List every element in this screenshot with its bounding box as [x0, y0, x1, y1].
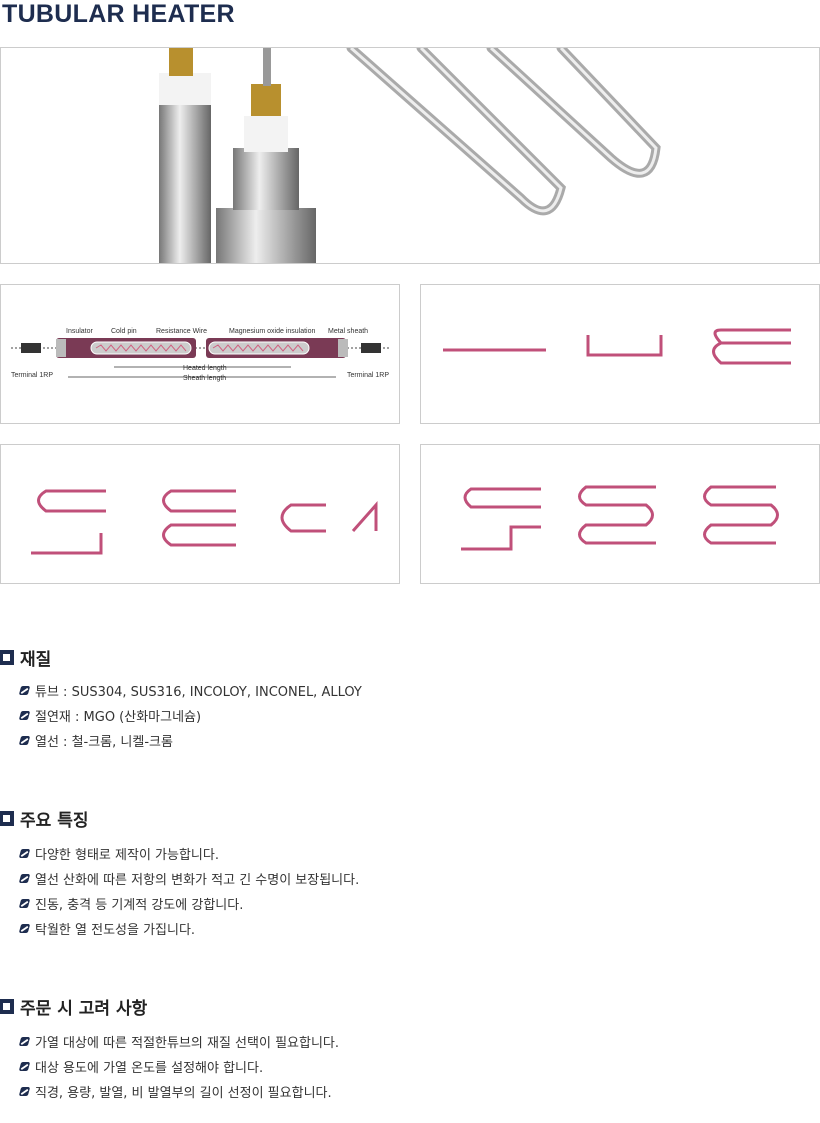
item-text: 튜브 : SUS304, SUS316, INCOLOY, INCONEL, A…: [35, 685, 362, 700]
list-item: 다양한 형태로 제작이 가능합니다.: [18, 841, 359, 866]
square-bullet-icon: [0, 811, 14, 826]
heading-text: 주요 특징: [20, 811, 89, 831]
square-bullet-icon: [0, 999, 14, 1014]
section-heading-features: 주요 특징: [0, 806, 88, 831]
section-heading-order-considerations: 주문 시 고려 사항: [0, 994, 147, 1019]
bullet-icon: [18, 1062, 31, 1071]
list-item: 가열 대상에 따른 적절한튜브의 재질 선택이 필요합니다.: [18, 1029, 340, 1054]
bullet-icon: [18, 736, 31, 745]
heater-structure-diagram: Insulator Cold pin Resistance Wire Magne…: [0, 284, 400, 424]
item-text: 열선 산화에 따른 저항의 변화가 적고 긴 수명이 보장됩니다.: [35, 873, 360, 888]
item-text: 직경, 용량, 발열, 비 발열부의 길이 선정이 필요합니다.: [35, 1086, 332, 1101]
label-cold-pin: Cold pin: [111, 328, 137, 335]
shape-diagram-straight-u: [420, 284, 820, 424]
section-heading-material: 재질: [0, 645, 51, 670]
item-text: 대상 용도에 가열 온도를 설정해야 합니다.: [35, 1061, 264, 1076]
bullet-icon: [18, 711, 31, 720]
material-list: 튜브 : SUS304, SUS316, INCOLOY, INCONEL, A…: [18, 678, 362, 753]
item-text: 진동, 충격 등 기계적 강도에 강합니다.: [35, 898, 244, 913]
bullet-icon: [18, 1087, 31, 1096]
list-item: 절연재 : MGO (산화마그네슘): [18, 703, 362, 728]
bullet-icon: [18, 686, 31, 695]
label-insulator: Insulator: [66, 328, 94, 335]
square-bullet-icon: [0, 650, 14, 665]
list-item: 탁월한 열 전도성을 가집니다.: [18, 916, 359, 941]
features-list: 다양한 형태로 제작이 가능합니다. 열선 산화에 따른 저항의 변화가 적고 …: [18, 841, 360, 941]
label-terminal-left: Terminal 1RP: [11, 372, 53, 379]
page-title: TUBULAR HEATER: [2, 0, 235, 28]
shape-diagram-bends-2: [420, 444, 820, 584]
item-text: 다양한 형태로 제작이 가능합니다.: [35, 848, 219, 863]
bullet-icon: [18, 874, 31, 883]
label-metal-sheath: Metal sheath: [328, 328, 368, 335]
list-item: 대상 용도에 가열 온도를 설정해야 합니다.: [18, 1054, 339, 1079]
item-text: 열선 : 철-크롬, 니켈-크롬: [35, 735, 173, 750]
bullet-icon: [18, 849, 31, 858]
bullet-icon: [18, 1037, 31, 1046]
label-sheath-length: Sheath length: [183, 375, 226, 382]
order-considerations-list: 가열 대상에 따른 적절한튜브의 재질 선택이 필요합니다. 대상 용도에 가열…: [18, 1029, 340, 1104]
item-text: 가열 대상에 따른 적절한튜브의 재질 선택이 필요합니다.: [35, 1036, 340, 1051]
list-item: 직경, 용량, 발열, 비 발열부의 길이 선정이 필요합니다.: [18, 1079, 339, 1104]
bullet-icon: [18, 899, 31, 908]
heading-text: 재질: [20, 650, 52, 670]
label-mgo: Magnesium oxide insulation: [229, 328, 315, 335]
list-item: 진동, 충격 등 기계적 강도에 강합니다.: [18, 891, 359, 916]
shape-diagram-bends-1: [0, 444, 400, 584]
list-item: 열선 : 철-크롬, 니켈-크롬: [18, 728, 362, 753]
label-resistance-wire: Resistance Wire: [156, 328, 207, 335]
list-item: 열선 산화에 따른 저항의 변화가 적고 긴 수명이 보장됩니다.: [18, 866, 360, 891]
heading-text: 주문 시 고려 사항: [20, 999, 148, 1019]
list-item: 튜브 : SUS304, SUS316, INCOLOY, INCONEL, A…: [18, 678, 362, 703]
label-heated-length: Heated length: [183, 365, 227, 372]
item-text: 탁월한 열 전도성을 가집니다.: [35, 923, 196, 938]
product-photo: [0, 47, 820, 264]
item-text: 절연재 : MGO (산화마그네슘): [35, 710, 202, 725]
label-terminal-right: Terminal 1RP: [347, 372, 389, 379]
bullet-icon: [18, 924, 31, 933]
